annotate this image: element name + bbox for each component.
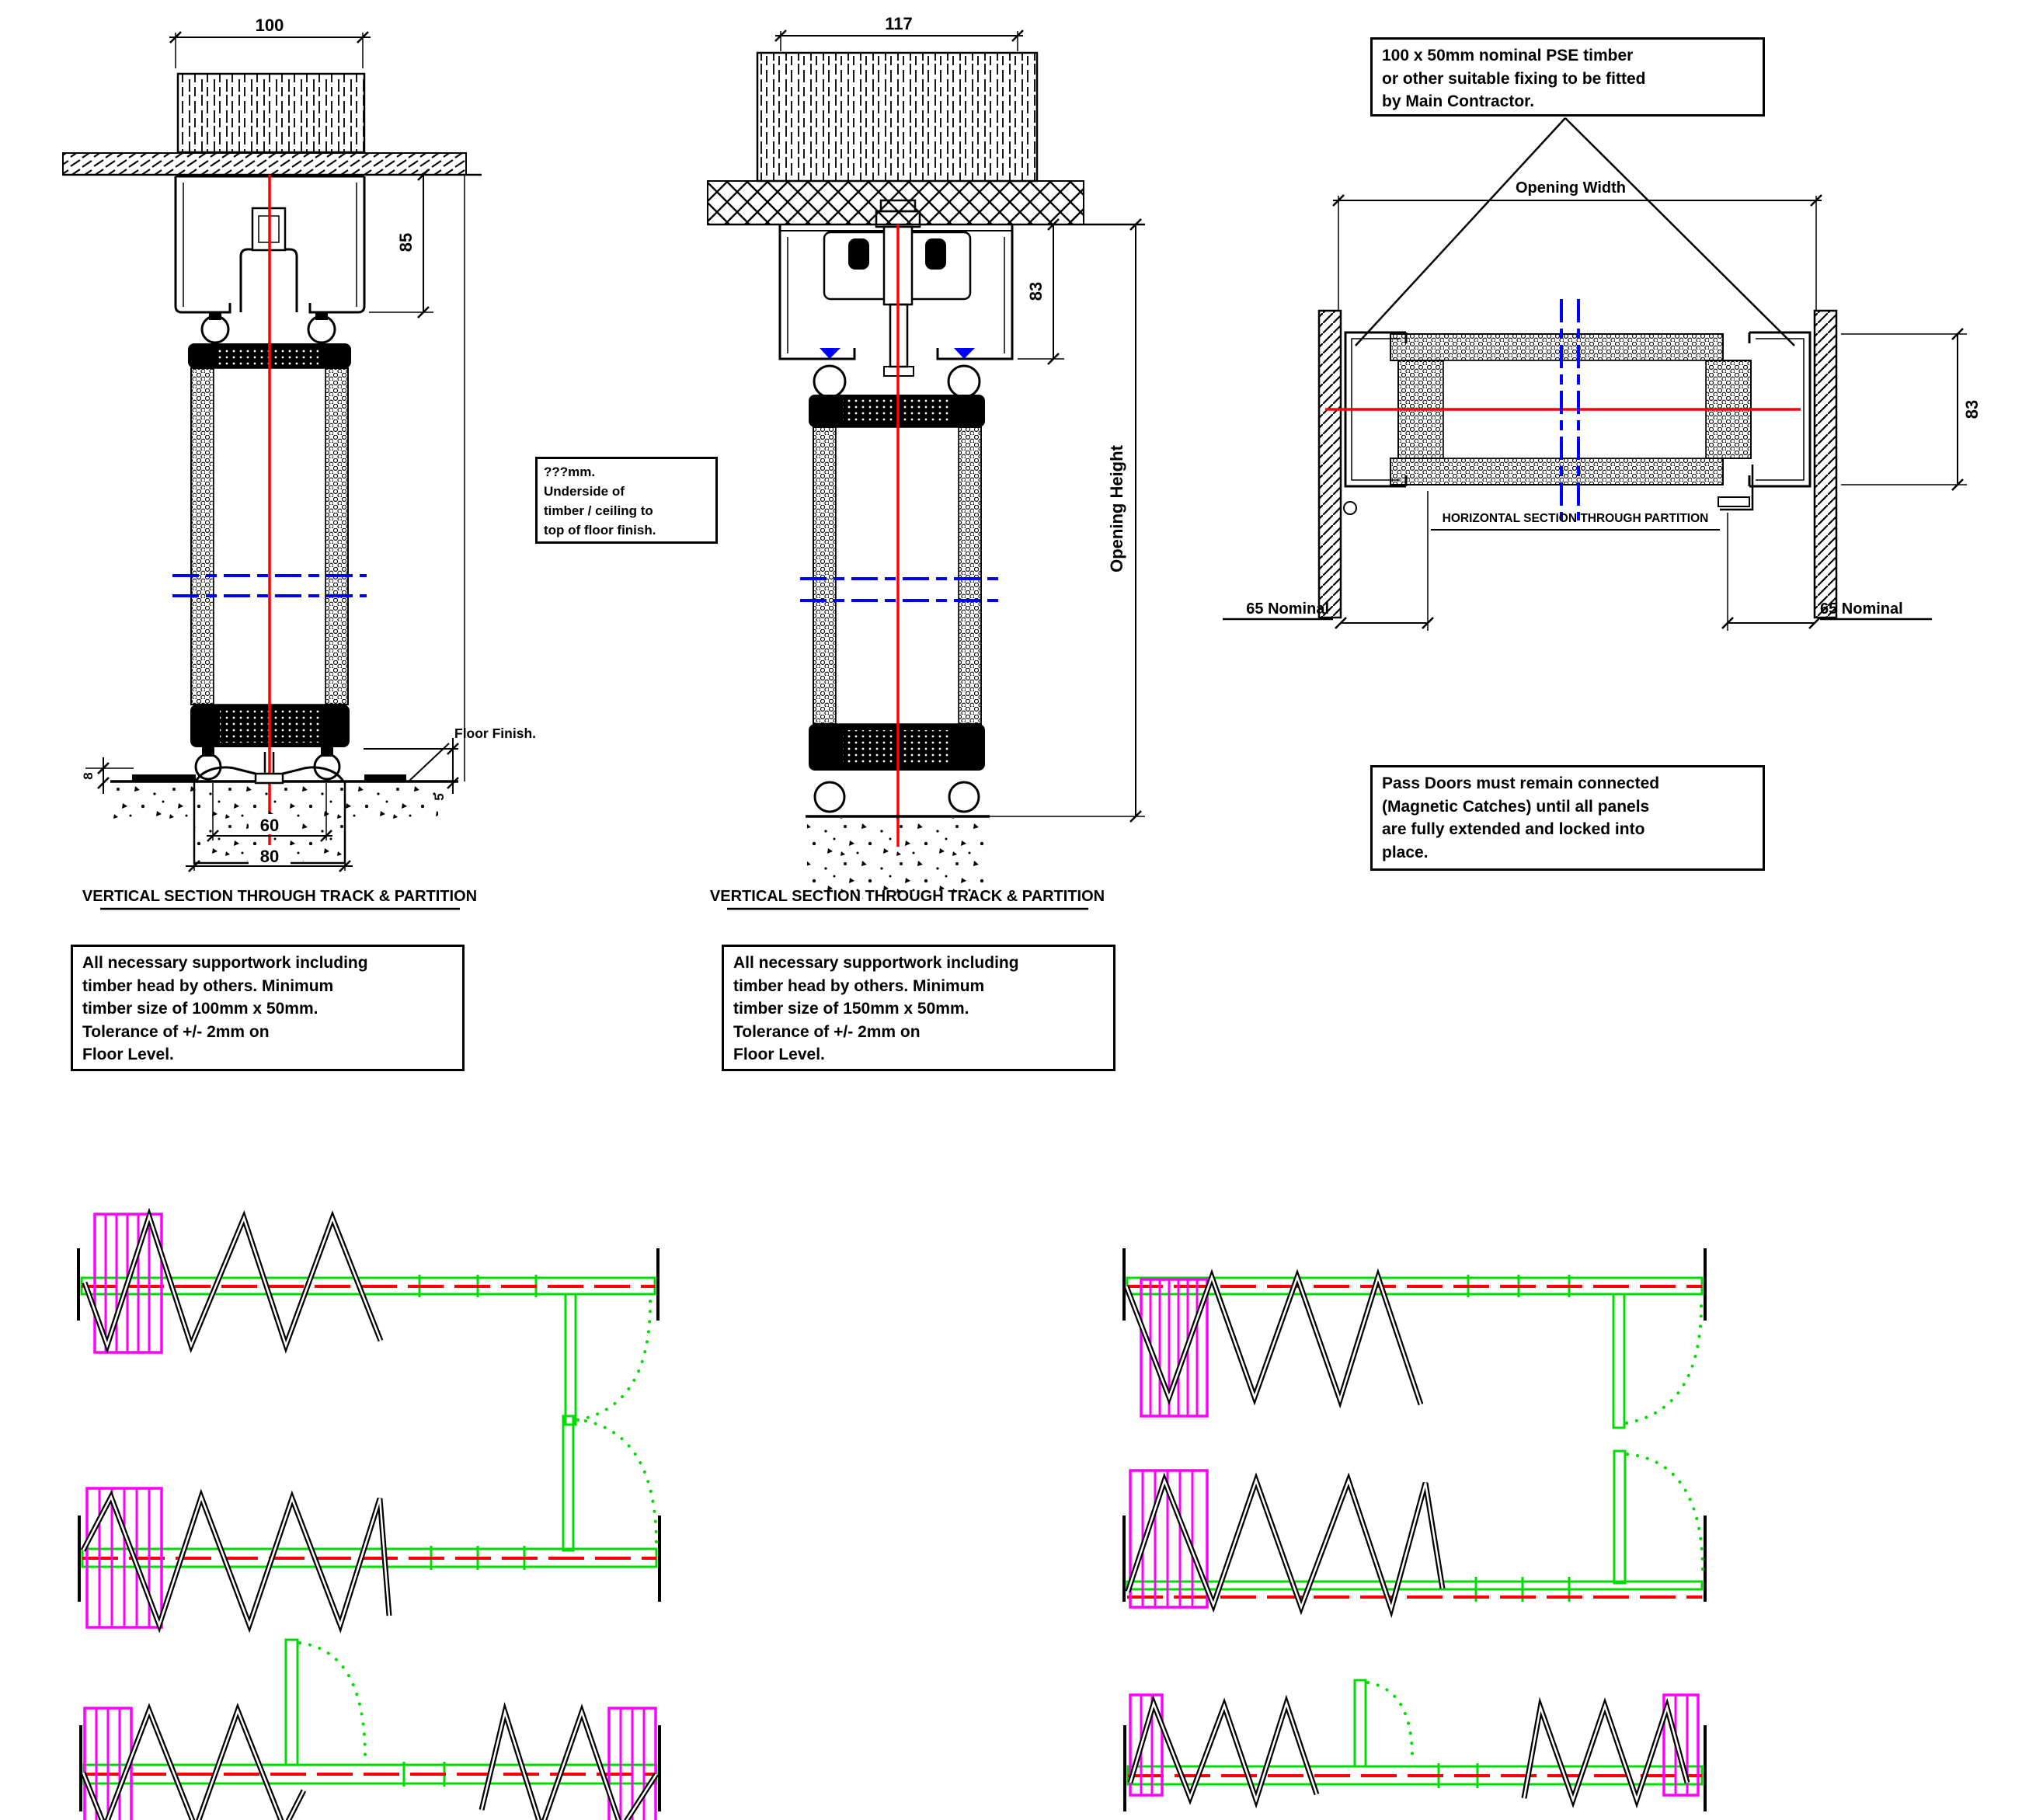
middle-vertical-section: 117 83 — [707, 14, 1145, 910]
plan-R1 — [1122, 1248, 1707, 1429]
middle-concrete — [807, 818, 988, 899]
middle-timber-block — [756, 51, 1039, 183]
middle-dim-83-label: 83 — [1026, 282, 1046, 301]
door-swing-arc — [576, 1299, 653, 1422]
right-65-right-label: 65 Nominal — [1820, 600, 1903, 618]
door-swing-arc — [1366, 1681, 1415, 1765]
middle-track-trolley — [778, 199, 1014, 377]
left-dim-60-label: 60 — [260, 816, 279, 835]
left-dim-8-label: 8 — [81, 772, 96, 779]
middle-buffer-right — [954, 348, 975, 359]
middle-support-note-box: All necessary supportwork including timb… — [722, 945, 1115, 1071]
middle-break-lines — [800, 577, 998, 602]
left-dim-base — [186, 845, 353, 873]
door-swing-arc — [1626, 1453, 1705, 1580]
right-horizontal-section: Opening Width 83 HORIZONTAL — [1223, 117, 1982, 631]
left-dim-85-label: 85 — [396, 233, 416, 252]
door-swing-arc — [574, 1418, 659, 1549]
left-floor-finish-leader — [388, 743, 450, 782]
middle-opening-height-label: Opening Height — [1107, 444, 1126, 572]
plan-R2 — [1122, 1449, 1707, 1619]
plan-diagrams — [77, 1207, 1707, 1820]
middle-section-title: VERTICAL SECTION THROUGH TRACK & PARTITI… — [710, 888, 1105, 905]
right-dim-right-jamb — [1721, 513, 1932, 631]
left-dim-finish — [446, 738, 460, 794]
middle-dim-timber-width — [774, 29, 1025, 51]
right-opening-width-label: Opening Width — [1516, 179, 1626, 197]
left-dim-channel — [206, 783, 333, 843]
right-fixing-note-box: 100 x 50mm nominal PSE timber or other s… — [1370, 37, 1765, 117]
left-floor-finish-label: Floor Finish. — [454, 726, 536, 741]
right-break-lines — [1560, 299, 1580, 520]
left-dim-5-label: 5 — [432, 793, 447, 800]
right-section-title: HORIZONTAL SECTION THROUGH PARTITION — [1443, 512, 1709, 525]
middle-buffer-left — [820, 348, 841, 359]
left-ceiling-band — [62, 152, 467, 176]
right-pass-door-note-box: Pass Doors must remain connected (Magnet… — [1370, 765, 1765, 871]
left-hanger-rollers — [200, 312, 336, 344]
middle-roller-right — [947, 364, 981, 398]
door-swing-arc — [298, 1641, 367, 1762]
middle-roller-left — [813, 364, 847, 398]
right-wall-jambs — [1317, 309, 1838, 619]
right-dim-depth — [1841, 327, 1967, 492]
plan-R3 — [1123, 1679, 1707, 1811]
left-dim-recess — [85, 757, 134, 794]
plan-L1 — [77, 1207, 660, 1426]
left-dim-timber-width — [169, 30, 371, 68]
left-dim-track-height — [369, 168, 433, 319]
middle-height-callout-box: ???mm. Underside of timber / ceiling to … — [535, 457, 718, 544]
plan-L3 — [79, 1638, 661, 1820]
middle-dim-opening-height — [990, 217, 1145, 823]
left-vertical-section: 100 85 — [62, 16, 536, 910]
left-break-lines — [172, 574, 367, 597]
middle-dim-track-height — [1018, 217, 1064, 366]
right-fixing-leaders — [1355, 117, 1795, 346]
middle-ceiling-band — [707, 180, 1084, 225]
middle-dim-117-label: 117 — [885, 14, 913, 33]
left-support-note-box: All necessary supportwork including timb… — [71, 945, 465, 1071]
left-dim-100-label: 100 — [256, 16, 284, 35]
left-dim-80-label: 80 — [260, 847, 279, 866]
plan-L2 — [78, 1415, 661, 1634]
right-65-left-label: 65 Nominal — [1246, 600, 1329, 618]
left-timber-block — [176, 72, 366, 154]
right-dim-83-label: 83 — [1962, 400, 1982, 419]
right-dim-left-jamb — [1223, 491, 1435, 631]
left-section-title: VERTICAL SECTION THROUGH TRACK & PARTITI… — [82, 888, 477, 905]
right-dim-opening-width — [1331, 193, 1823, 311]
door-swing-arc — [1625, 1299, 1704, 1425]
